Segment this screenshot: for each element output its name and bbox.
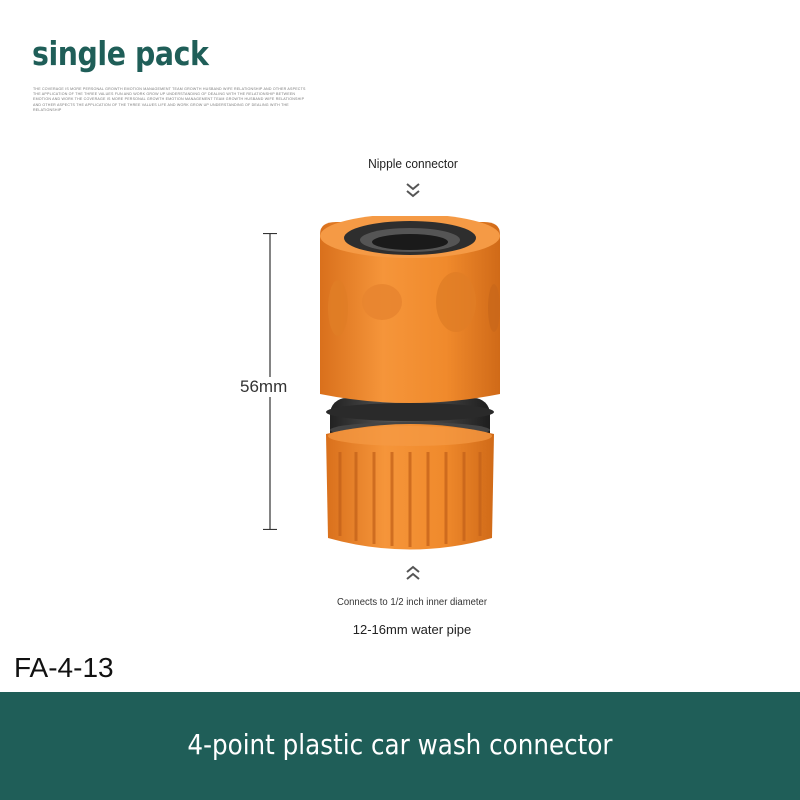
nipple-connector-label: Nipple connector	[368, 156, 458, 171]
bottom-banner: 4-point plastic car wash connector	[0, 692, 800, 800]
banner-title: 4-point plastic car wash connector	[187, 728, 613, 761]
model-code: FA-4-13	[14, 652, 114, 683]
pipe-size-label: 12-16mm water pipe	[352, 622, 472, 637]
page-title: single pack	[32, 34, 209, 73]
connector-product-image	[320, 216, 500, 550]
fine-print-text: THE COVERAGE IS MORE PERSONAL GROWTH EMO…	[33, 87, 306, 112]
dimension-label: 56mm	[239, 377, 289, 397]
double-chevron-down-icon	[406, 183, 420, 198]
double-chevron-up-icon	[406, 565, 420, 580]
inner-diameter-label: Connects to 1/2 inch inner diameter	[337, 597, 487, 608]
